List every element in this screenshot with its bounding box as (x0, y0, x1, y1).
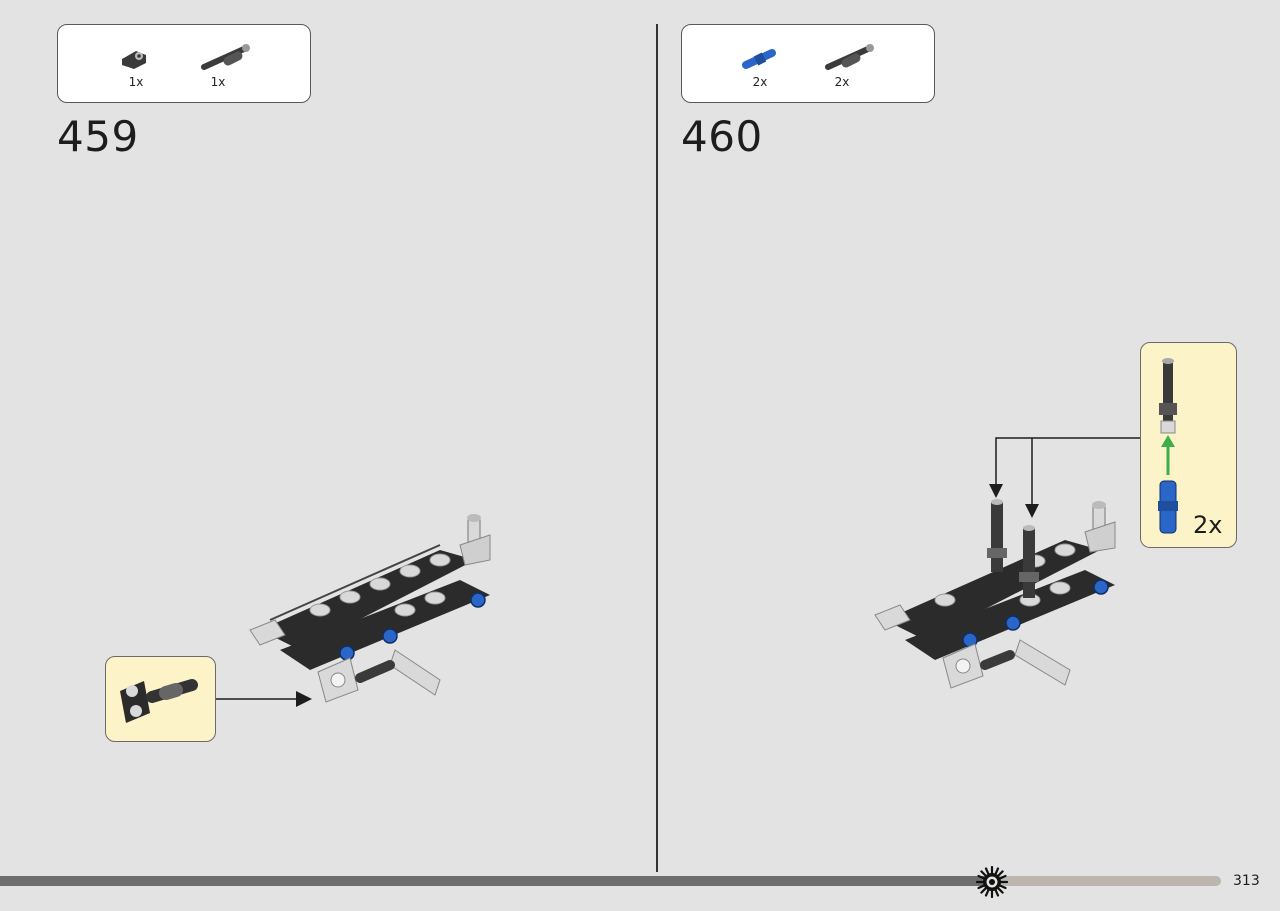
page-divider (656, 24, 658, 872)
part-qty: 2x (752, 75, 768, 89)
part-qty: 2x (834, 75, 850, 89)
callout-arrow (216, 691, 312, 707)
parts-list-460: 2x 2x (681, 24, 935, 103)
callout-subassembly-460: 2x (1140, 342, 1237, 548)
progress-bar (0, 876, 990, 886)
subassembly-icon (120, 679, 198, 723)
part-qty: 1x (210, 75, 226, 89)
part-axle-pin: 2x (822, 41, 882, 91)
part-axle-pin: 1x (198, 41, 258, 91)
parts-list-459: 1x 1x (57, 24, 311, 103)
callout-subassembly-459 (105, 656, 216, 742)
step-number: 460 (681, 112, 763, 161)
progress-track (985, 876, 1221, 886)
callout-qty: 2x (1193, 511, 1223, 539)
angle-connector-icon (122, 51, 146, 69)
axle-pin-icon (825, 44, 874, 70)
model-assembly-459 (249, 514, 491, 703)
part-blue-pin: 2x (740, 41, 800, 91)
callout-arrows (989, 437, 1140, 518)
page-number: 313 (1233, 873, 1260, 889)
step-number: 459 (57, 112, 139, 161)
part-angle-connector: 1x (116, 41, 176, 91)
blue-pin-icon (742, 49, 776, 69)
pin-insert-icon (1158, 358, 1178, 534)
part-qty: 1x (128, 75, 144, 89)
model-assembly-460 (874, 499, 1116, 689)
gear-icon (976, 866, 1008, 898)
axle-pin-icon (201, 44, 250, 70)
